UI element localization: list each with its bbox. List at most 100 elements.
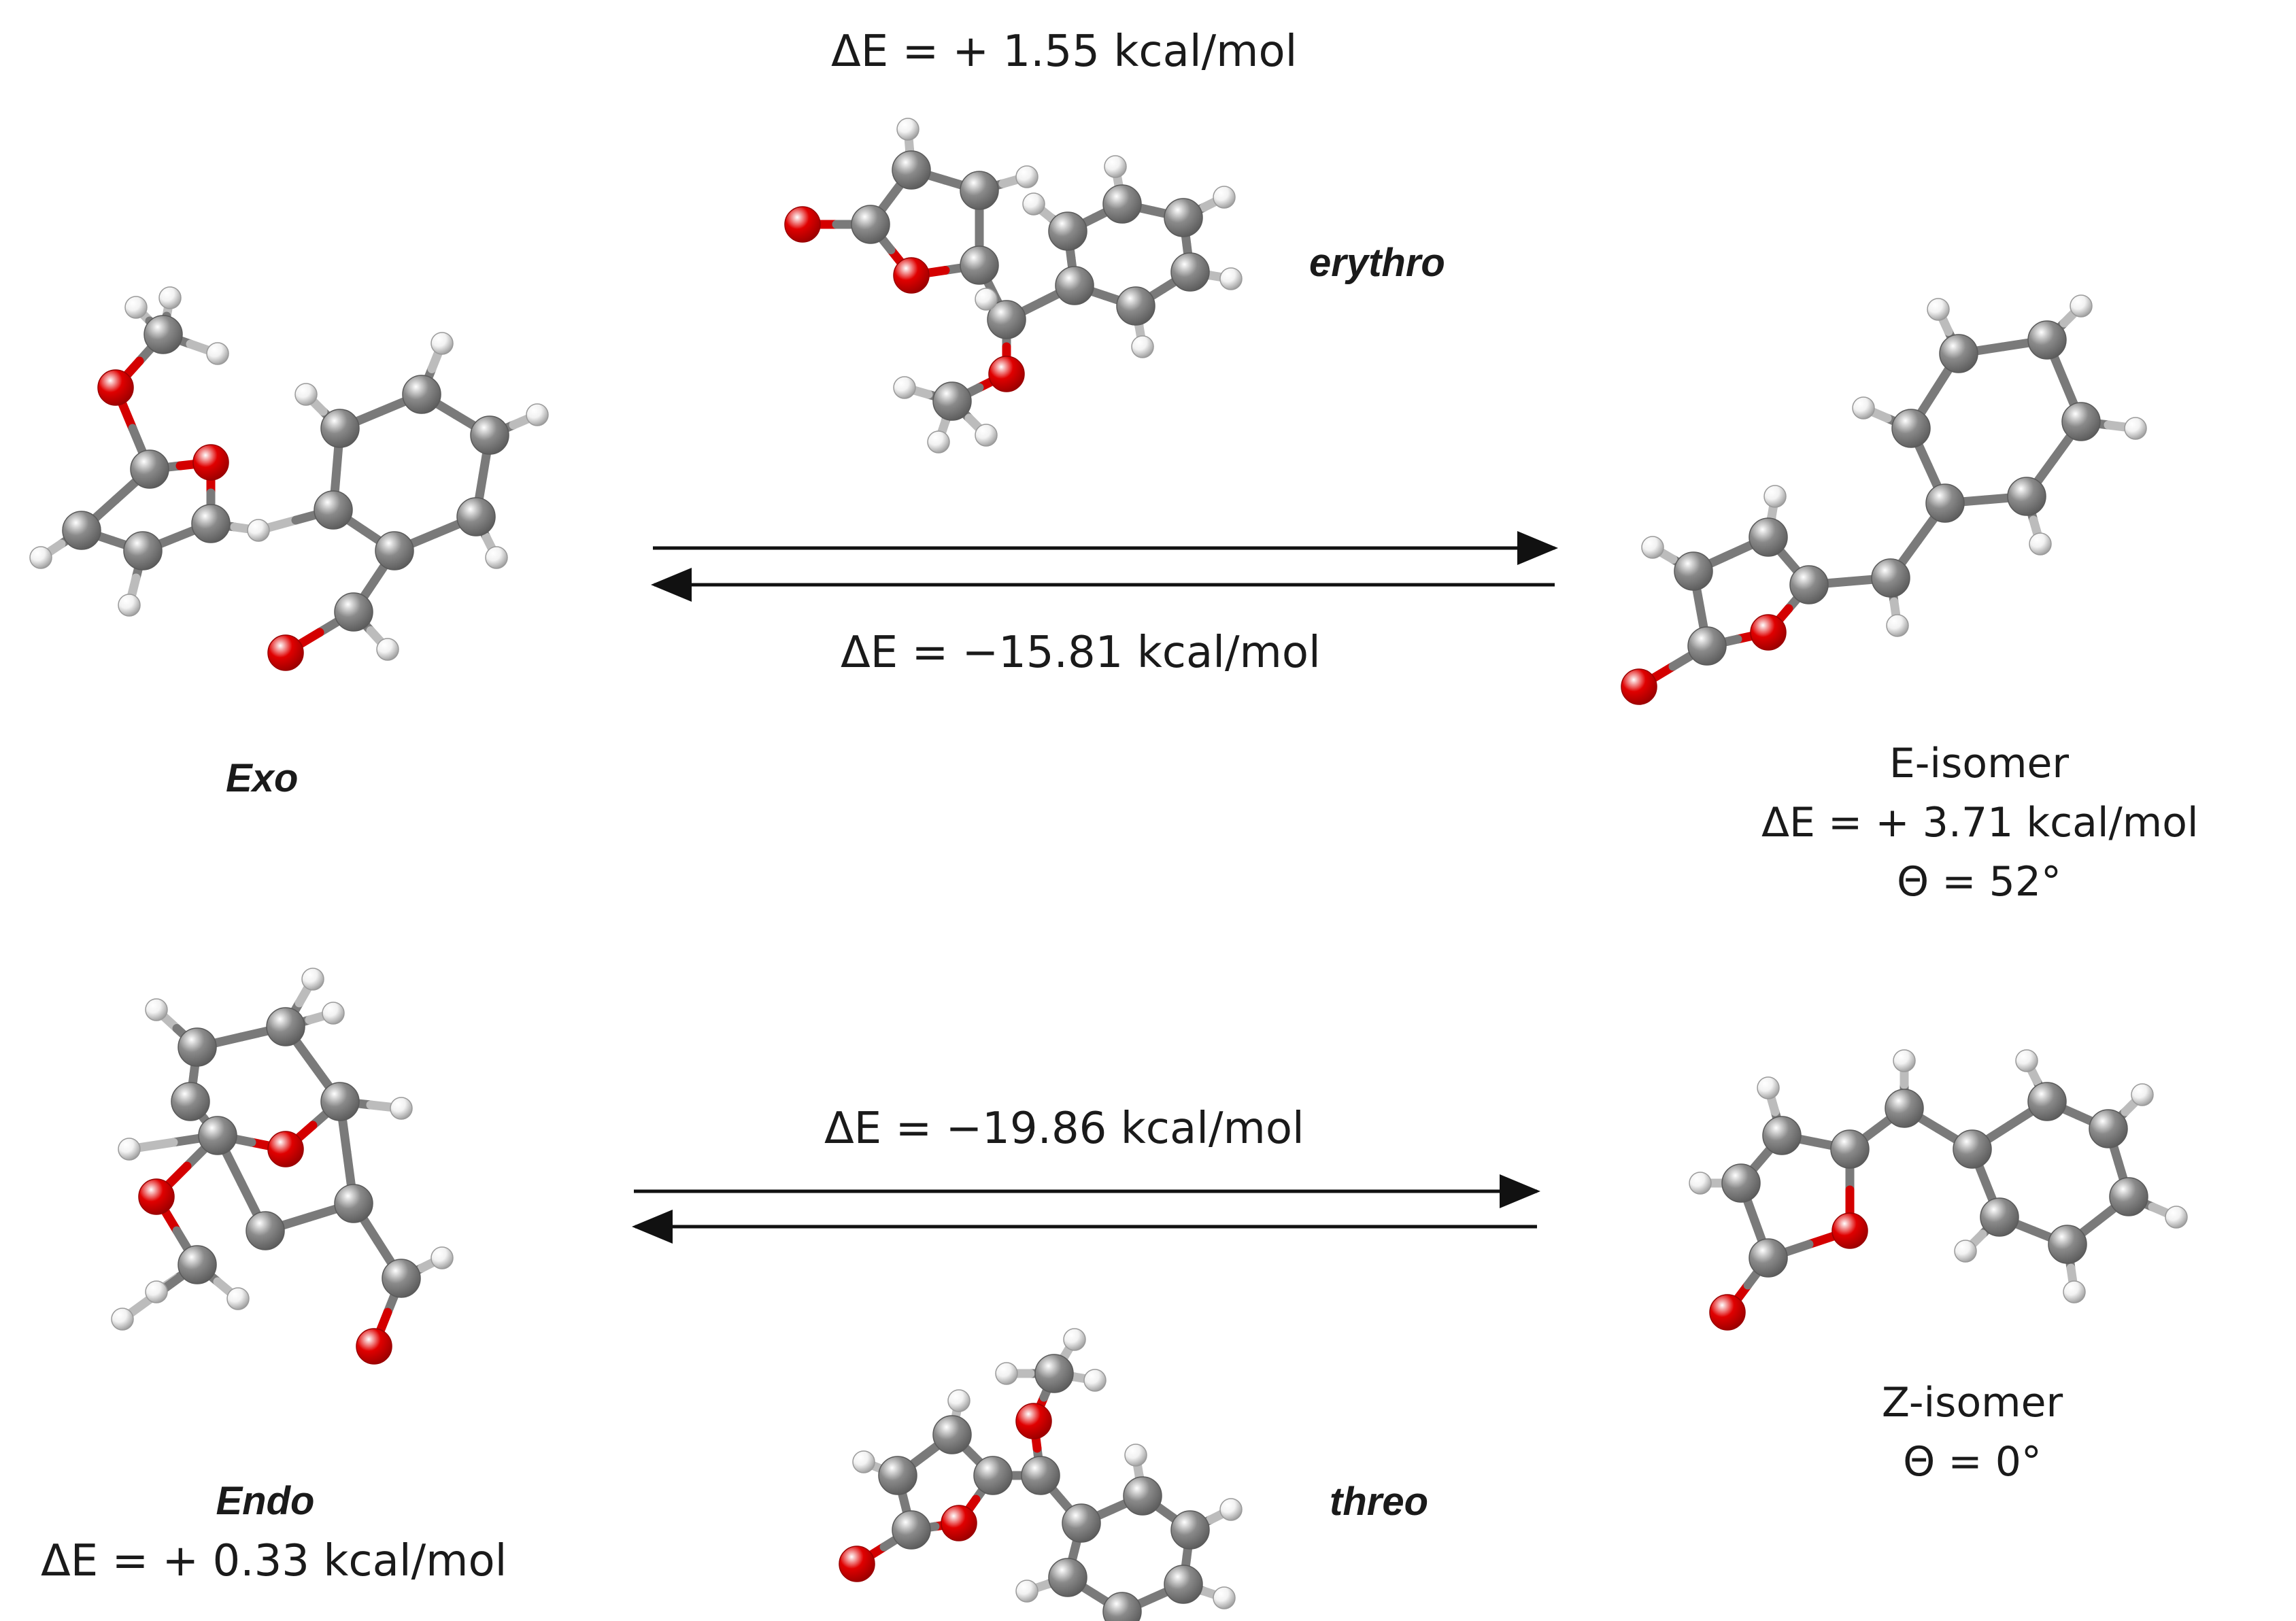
carbon-atom — [130, 449, 169, 489]
hydrogen-atom — [206, 342, 229, 365]
hydrogen-atom — [430, 1246, 454, 1269]
carbon-atom — [1164, 1565, 1203, 1604]
carbon-atom — [1102, 1592, 1142, 1621]
hydrogen-atom — [975, 424, 998, 447]
hydrogen-atom — [1015, 1580, 1039, 1603]
z-isomer-name: Z-isomer — [1881, 1379, 2063, 1427]
hydrogen-atom — [124, 296, 148, 319]
hydrogen-atom — [118, 1138, 141, 1161]
hydrogen-atom — [1954, 1240, 1977, 1263]
oxygen-atom — [784, 206, 821, 243]
carbon-atom — [1021, 1456, 1060, 1495]
carbon-atom — [334, 592, 373, 632]
hydrogen-atom — [1015, 165, 1039, 188]
carbon-atom — [1762, 1116, 1802, 1155]
carbon-atom — [987, 300, 1026, 339]
hydrogen-atom — [1886, 614, 1909, 637]
hydrogen-atom — [1689, 1172, 1712, 1195]
z-isomer-angle: Θ = 0° — [1903, 1438, 2042, 1486]
carbon-atom — [2048, 1225, 2087, 1264]
carbon-atom — [1048, 1558, 1087, 1597]
z-isomer-molecule — [1689, 1049, 2188, 1331]
oxygen-atom — [1750, 614, 1787, 651]
hydrogen-atom — [1757, 1076, 1780, 1099]
hydrogen-atom — [1763, 485, 1787, 508]
carbon-atom — [314, 490, 353, 530]
oxygen-atom — [1709, 1294, 1746, 1331]
hydrogen-atom — [2029, 532, 2052, 556]
endo-energy: ΔE = + 0.33 kcal/mol — [41, 1536, 507, 1587]
carbon-atom — [402, 375, 441, 414]
hydrogen-atom — [226, 1287, 250, 1310]
erythro-energy: ΔE = + 1.55 kcal/mol — [831, 27, 1298, 77]
hydrogen-atom — [1022, 192, 1045, 216]
carbon-atom — [144, 315, 183, 354]
carbon-atom — [1830, 1129, 1870, 1169]
oxygen-atom — [1015, 1403, 1052, 1439]
carbon-atom — [456, 497, 496, 536]
hydrogen-atom — [1641, 536, 1664, 559]
carbon-atom — [123, 531, 163, 570]
oxygen-atom — [267, 634, 304, 671]
hydrogen-atom — [2063, 1280, 2086, 1303]
hydrogen-atom — [893, 376, 916, 399]
carbon-atom — [1891, 409, 1931, 448]
carbon-atom — [851, 205, 890, 244]
hydrogen-atom — [1083, 1369, 1107, 1392]
carbon-atom — [382, 1259, 421, 1298]
carbon-atom — [2007, 477, 2046, 516]
carbon-atom — [1749, 1238, 1788, 1278]
carbon-atom — [171, 1082, 210, 1121]
hydrogen-atom — [158, 286, 182, 309]
threo-molecule — [839, 1328, 1243, 1621]
carbon-atom — [1789, 565, 1829, 604]
hydrogen-atom — [2131, 1083, 2154, 1106]
oxygen-atom — [893, 257, 930, 294]
carbon-atom — [320, 409, 360, 448]
hydrogen-atom — [1063, 1328, 1086, 1351]
carbon-atom — [1939, 334, 1978, 373]
oxygen-atom — [1621, 668, 1657, 705]
hydrogen-atom — [322, 1002, 345, 1025]
hydrogen-atom — [1893, 1049, 1916, 1072]
carbon-atom — [1871, 558, 1910, 598]
carbon-atom — [62, 511, 101, 550]
carbon-atom — [1164, 198, 1203, 237]
oxygen-atom — [839, 1546, 875, 1582]
hydrogen-atom — [145, 998, 168, 1021]
carbon-atom — [1170, 1510, 1210, 1550]
oxygen-atom — [988, 356, 1025, 392]
endo-info: Endo ΔE = + 0.33 kcal/mol — [41, 1473, 507, 1593]
carbon-atom — [878, 1456, 917, 1495]
e-isomer-name: E-isomer — [1889, 740, 2070, 787]
hydrogen-atom — [526, 403, 549, 426]
hydrogen-atom — [145, 1280, 168, 1303]
hydrogen-atom — [485, 546, 508, 569]
hydrogen-atom — [1104, 155, 1127, 178]
carbon-atom — [1034, 1354, 1074, 1393]
hydrogen-atom — [1131, 335, 1154, 358]
carbon-atom — [1123, 1476, 1162, 1516]
hydrogen-atom — [2070, 294, 2093, 318]
hydrogen-atom — [1852, 396, 1875, 420]
e-isomer-angle: Θ = 52° — [1897, 858, 2061, 906]
hydrogen-atom — [390, 1097, 413, 1120]
carbon-atom — [1048, 211, 1087, 251]
carbon-atom — [470, 415, 509, 455]
oxygen-atom — [1831, 1212, 1868, 1249]
carbon-atom — [1062, 1503, 1101, 1543]
e-isomer-energy: ΔE = + 3.71 kcal/mol — [1761, 799, 2199, 847]
hydrogen-atom — [1219, 267, 1243, 290]
exo-molecule — [29, 286, 549, 671]
carbon-atom — [198, 1116, 237, 1155]
oxygen-atom — [192, 444, 229, 481]
carbon-atom — [178, 1027, 217, 1067]
carbon-atom — [1170, 252, 1210, 292]
threo-label: threo — [1330, 1480, 1428, 1524]
hydrogen-atom — [29, 546, 52, 569]
hydrogen-atom — [376, 638, 399, 661]
hydrogen-atom — [1219, 1498, 1243, 1521]
carbon-atom — [2027, 320, 2067, 360]
erythro-label: erythro — [1309, 241, 1445, 285]
